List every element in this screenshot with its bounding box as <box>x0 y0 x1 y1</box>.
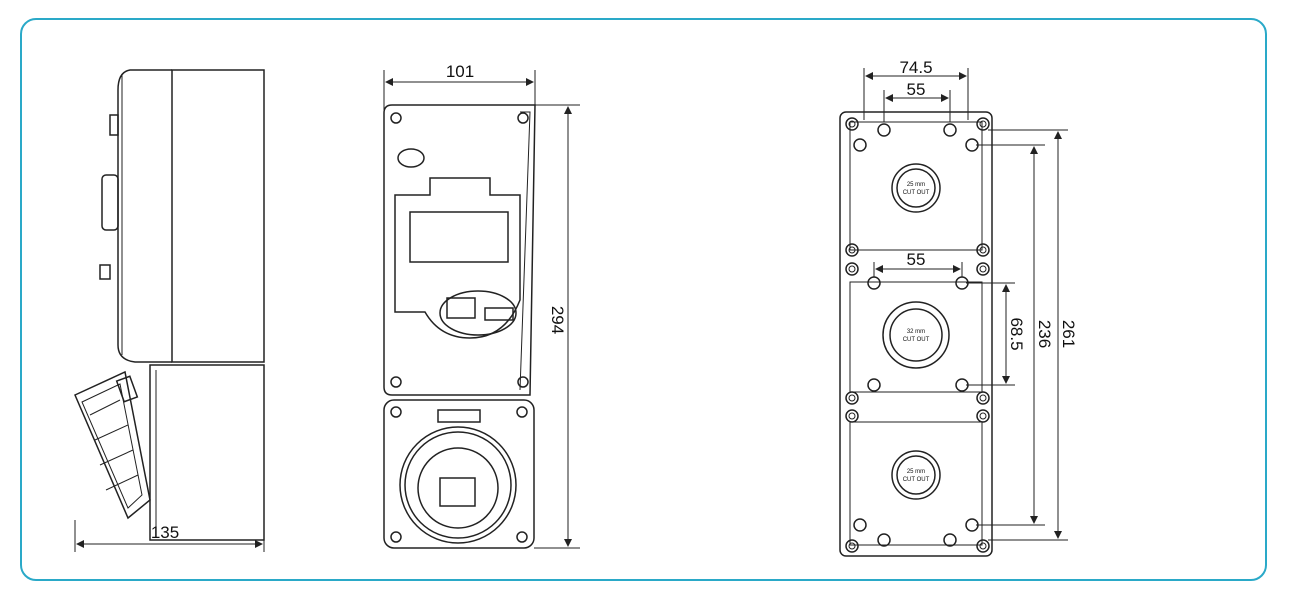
drawing-frame <box>20 18 1267 581</box>
svg-text:25 mm: 25 mm <box>907 182 925 188</box>
front-socket-outer <box>399 426 517 544</box>
front-switch-cover <box>394 177 521 339</box>
dim-label-236: 236 <box>1035 320 1054 348</box>
side-knob <box>101 174 119 231</box>
side-upper-housing <box>171 69 265 363</box>
back-screws <box>845 117 990 553</box>
front-upper-box <box>383 104 536 396</box>
front-view: 101 294 <box>383 62 580 549</box>
front-indicator-lamp <box>397 148 425 168</box>
dim-label-261: 261 <box>1059 320 1078 348</box>
front-socket-inner <box>417 447 499 529</box>
svg-text:CUT OUT: CUT OUT <box>903 190 930 196</box>
side-lock <box>99 264 111 280</box>
cutout-bottom: 25 mm CUT OUT <box>891 450 941 500</box>
dim-label-294: 294 <box>548 306 567 334</box>
dim-label-101: 101 <box>446 62 474 81</box>
dim-label-55-top: 55 <box>907 80 926 99</box>
side-upper-cover <box>117 69 172 363</box>
dim-label-74-5: 74.5 <box>899 58 932 77</box>
front-window <box>409 211 509 263</box>
side-latch <box>109 114 119 136</box>
cutout-top: 25 mm CUT OUT <box>891 163 941 213</box>
back-plate <box>839 111 993 557</box>
side-lid <box>74 370 151 520</box>
front-socket-box <box>383 399 535 549</box>
side-lower-housing <box>149 364 265 541</box>
front-socket-lid <box>439 477 476 507</box>
svg-text:32 mm: 32 mm <box>907 329 925 335</box>
side-view: 135 <box>74 69 265 552</box>
cutout-middle: 32 mm CUT OUT <box>882 301 950 369</box>
back-view: 25 mm CUT OUT 32 mm CUT OUT 25 mm CUT OU… <box>839 58 1078 557</box>
svg-text:25 mm: 25 mm <box>907 469 925 475</box>
svg-text:CUT OUT: CUT OUT <box>903 337 930 343</box>
dim-label-55-mid: 55 <box>907 250 926 269</box>
front-switch-handle <box>446 297 476 319</box>
svg-text:CUT OUT: CUT OUT <box>903 477 930 483</box>
dim-label-68-5: 68.5 <box>1007 317 1026 350</box>
dim-label-135: 135 <box>151 523 179 542</box>
